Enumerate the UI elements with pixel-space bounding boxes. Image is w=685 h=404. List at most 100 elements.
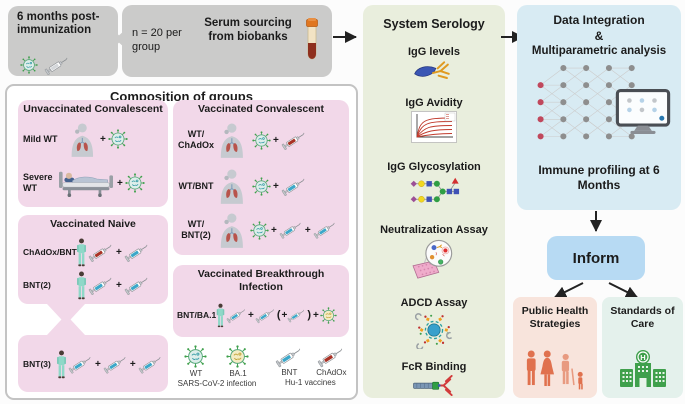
arrows-inform-to-outcomes	[554, 282, 638, 298]
bnt-syringe-icon	[254, 306, 277, 325]
plus-sign: +	[271, 224, 277, 236]
serum-label: Serum sourcing from biobanks	[204, 17, 292, 43]
bnt-syringe-icon	[102, 353, 129, 376]
group-title: Unvaccinated Convalescent	[23, 103, 163, 115]
paren-open: (	[276, 309, 281, 321]
plus-sign: +	[281, 309, 288, 321]
profiling-label: Immune profiling at 6 Months	[538, 163, 660, 192]
person-icon	[215, 303, 226, 328]
serology-panel: System Serology IgG levels IgG Avidity I…	[363, 5, 505, 398]
fc-receptor-antibody-icon	[413, 375, 455, 396]
legend: WT BA.1 SARS-CoV-2 infection BNT	[173, 345, 353, 388]
assay-label: IgG Avidity	[405, 97, 463, 109]
plus-sign: +	[100, 133, 106, 145]
legend-item-wt: WT	[179, 345, 213, 378]
public-health-label: Public Health Strategies	[521, 305, 589, 331]
assay-label: FcR Binding	[401, 361, 467, 373]
inform-label: Inform	[572, 249, 620, 267]
plus-sign: +	[313, 309, 319, 321]
timepoint-box: 6 months post-immunization	[8, 6, 118, 76]
plus-sign: +	[248, 309, 254, 321]
plus-sign: +	[117, 177, 123, 189]
group-title: Vaccinated Naive	[50, 218, 136, 230]
group-title: Vaccinated Convalescent	[197, 103, 325, 115]
legend-vaccine-group: BNT ChAdOx Hu-1 vaccines	[272, 345, 348, 388]
wt-virus-icon	[184, 345, 207, 368]
row-label: BNT/BA.1	[177, 309, 217, 320]
standards-of-care-label: Standards of Care	[610, 305, 675, 331]
plus-sign: +	[95, 358, 101, 370]
coronavirus-icon	[20, 56, 38, 74]
person-icon	[55, 350, 68, 379]
bnt-syringe-icon	[280, 174, 308, 197]
group-row: WT/BNT +	[178, 164, 346, 208]
plus-sign: +	[129, 358, 136, 370]
plus-sign: +	[116, 246, 122, 258]
plus-sign: +	[273, 180, 279, 192]
row-label: BNT(3)	[23, 358, 51, 369]
chadox-syringe-icon	[280, 128, 308, 151]
legend-item-chadox: ChAdOx	[314, 345, 348, 377]
legend-item-ba1: BA.1	[221, 345, 255, 378]
bnt-syringe-icon	[274, 344, 304, 369]
person-icon	[75, 238, 88, 267]
hospital-bed-icon	[57, 170, 115, 197]
family-icon	[523, 349, 587, 392]
inform-box: Inform	[547, 236, 645, 280]
assay-plate-magnifier-icon	[411, 239, 457, 281]
standards-of-care-box: Standards of Care	[602, 297, 683, 398]
timepoint-label: 6 months post-immunization	[17, 11, 100, 37]
convalescent-person-icon	[214, 122, 248, 158]
group-connector	[47, 304, 85, 335]
bnt-syringe-icon	[312, 219, 338, 240]
wt-virus-icon	[250, 221, 269, 240]
group-unvaccinated-convalescent: Unvaccinated Convalescent Mild WT + Seve…	[18, 100, 168, 207]
group-bnt3: BNT(3) + +	[18, 335, 168, 392]
group-vaccinated-breakthrough: Vaccinated Breakthrough Infection BNT/BA…	[173, 265, 349, 337]
glycan-structure-icon	[407, 177, 461, 206]
serum-box: n = 20 per group Serum sourcing from bio…	[122, 5, 332, 77]
igg-antibody-icon	[413, 60, 455, 84]
group-vaccinated-convalescent: Vaccinated Convalescent WT/ChAdOx + WT/B…	[173, 100, 349, 255]
composition-panel: Composition of groups Unvaccinated Conva…	[5, 84, 358, 400]
group-row: BNT(2) +	[23, 269, 165, 301]
plus-sign: +	[273, 134, 279, 146]
bnt-syringe-icon	[123, 273, 151, 296]
legend-caption: SARS-CoV-2 infection	[177, 379, 257, 388]
ba1-virus-icon	[320, 307, 337, 324]
bnt-syringe-icon	[123, 240, 151, 263]
integration-title-line1: Data Integration	[553, 13, 645, 27]
bnt-syringe-icon	[87, 273, 115, 296]
group-row: WT/BNT(2) + +	[178, 208, 346, 252]
row-label: WT/BNT(2)	[181, 219, 211, 240]
group-row: BNT(3) + +	[23, 349, 165, 379]
ba1-virus-icon	[226, 345, 249, 368]
serum-tube-icon	[304, 18, 320, 64]
integration-panel: Data Integration & Multiparametric analy…	[517, 5, 681, 210]
cohort-n-label: n = 20 per group	[132, 27, 182, 53]
arrow-integration-to-inform	[590, 211, 602, 232]
integration-title-line2: Multiparametric analysis	[531, 45, 667, 57]
convalescent-person-icon	[214, 168, 248, 204]
public-health-box: Public Health Strategies	[513, 297, 597, 398]
chadox-syringe-icon	[87, 240, 115, 263]
legend-label: BA.1	[229, 369, 247, 378]
bnt-syringe-icon	[278, 219, 304, 240]
complement-deposition-icon	[415, 311, 453, 349]
row-label: WT/BNT	[178, 180, 214, 191]
legend-infection-group: WT BA.1 SARS-CoV-2 infection	[177, 345, 257, 388]
bnt-syringe-icon	[225, 306, 248, 325]
person-icon	[75, 271, 88, 300]
binding-curves-icon	[411, 111, 457, 143]
bnt-syringe-icon	[286, 306, 307, 324]
monitor-icon	[615, 89, 671, 135]
bnt-syringe-icon	[67, 353, 94, 376]
syringe-icon	[43, 54, 71, 77]
group-row: Mild WT +	[23, 119, 165, 159]
legend-label: WT	[189, 369, 203, 378]
plus-sign: +	[116, 279, 122, 291]
assay-label: Neutralization Assay	[380, 224, 488, 236]
paren-close: )	[307, 309, 312, 321]
